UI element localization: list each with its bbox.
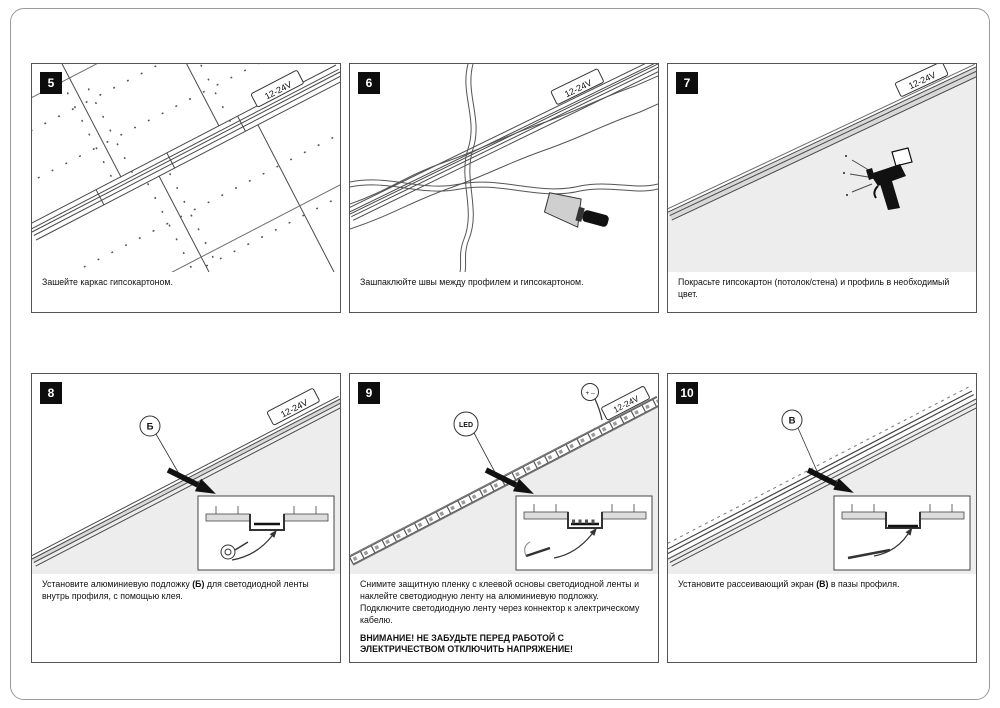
callout-b: Б bbox=[139, 415, 183, 480]
voltage-tag: 12-24V bbox=[550, 68, 604, 105]
drywall-sheathing-drawing: 12-24V bbox=[32, 64, 340, 272]
caption-text: для светодиодной ленты внутрь профиля, с… bbox=[42, 579, 309, 601]
spray-gun-icon bbox=[843, 147, 913, 210]
svg-text:Б: Б bbox=[147, 422, 154, 433]
diffuser-screen-drawing: В bbox=[668, 386, 976, 574]
step-panel-10: 10 bbox=[667, 373, 977, 663]
step-8-illustration: Б bbox=[32, 374, 340, 574]
detail-inset bbox=[833, 495, 971, 571]
caption-text: в пазы профиля. bbox=[828, 579, 900, 589]
step-caption: Снимите защитную пленку с клеевой основы… bbox=[360, 579, 640, 625]
step-10-illustration: В bbox=[668, 374, 976, 574]
step-panel-8: 8 Б bbox=[31, 373, 341, 663]
svg-text:В: В bbox=[789, 416, 796, 427]
instruction-sheet: 5 bbox=[10, 8, 990, 700]
step-5-illustration: 12-24V bbox=[32, 64, 340, 272]
step-panel-5: 5 bbox=[31, 63, 341, 313]
step-panel-9: 9 bbox=[349, 373, 659, 663]
step-number-badge: 5 bbox=[40, 72, 62, 94]
led-profile-band bbox=[668, 64, 976, 221]
led-strip-drawing: LED + – bbox=[350, 383, 658, 574]
led-profile-band bbox=[32, 64, 340, 241]
caption-text: Установите рассеивающий экран bbox=[678, 579, 817, 589]
step-panel-7: 7 bbox=[667, 63, 977, 313]
step-warning: ВНИМАНИЕ! НЕ ЗАБУДЬТЕ ПЕРЕД РАБОТОЙ С ЭЛ… bbox=[360, 632, 573, 655]
step-caption: Установите рассеивающий экран (В) в пазы… bbox=[668, 574, 976, 591]
step-panel-6: 6 bbox=[349, 63, 659, 313]
caption-text: Установите алюминиевую подложку bbox=[42, 579, 193, 589]
putty-knife-icon bbox=[543, 192, 609, 228]
step-caption: Покрасьте гипсокартон (потолок/стена) и … bbox=[678, 277, 950, 299]
detail-inset bbox=[197, 495, 335, 571]
step-number-badge: 6 bbox=[358, 72, 380, 94]
connector-icon: + – bbox=[581, 383, 603, 421]
step-number-badge: 8 bbox=[40, 382, 62, 404]
step-number-badge: 7 bbox=[676, 72, 698, 94]
step-caption: Зашейте каркас гипсокартоном. bbox=[42, 277, 173, 287]
direction-arrow bbox=[484, 467, 534, 494]
direction-arrow bbox=[166, 467, 216, 494]
step-number-badge: 9 bbox=[358, 382, 380, 404]
voltage-tag: 12-24V bbox=[250, 70, 304, 108]
caption-bold-ref: (В) bbox=[816, 579, 829, 589]
direction-arrow bbox=[806, 467, 854, 493]
step-number-badge: 10 bbox=[676, 382, 698, 404]
aluminium-backing-drawing: Б bbox=[32, 388, 340, 574]
led-profile-band bbox=[350, 64, 658, 221]
callout-led: LED bbox=[453, 411, 499, 479]
step-caption: Установите алюминиевую подложку (Б) для … bbox=[32, 574, 340, 603]
step-7-illustration: 12-24V bbox=[668, 64, 976, 272]
svg-text:LED: LED bbox=[459, 422, 473, 429]
putty-seams bbox=[350, 64, 658, 272]
svg-text:+ –: + – bbox=[585, 390, 595, 397]
step-6-illustration: 12-24V bbox=[350, 64, 658, 272]
callout-v: В bbox=[781, 409, 821, 479]
step-caption: Зашпаклюйте швы между профилем и гипсока… bbox=[360, 277, 584, 287]
painting-drawing: 12-24V bbox=[668, 64, 976, 272]
steps-grid: 5 bbox=[31, 63, 977, 663]
step-9-illustration: LED + – bbox=[350, 374, 658, 574]
putty-seams-drawing: 12-24V bbox=[350, 64, 658, 272]
caption-bold-ref: (Б) bbox=[192, 579, 205, 589]
detail-inset bbox=[515, 495, 653, 571]
